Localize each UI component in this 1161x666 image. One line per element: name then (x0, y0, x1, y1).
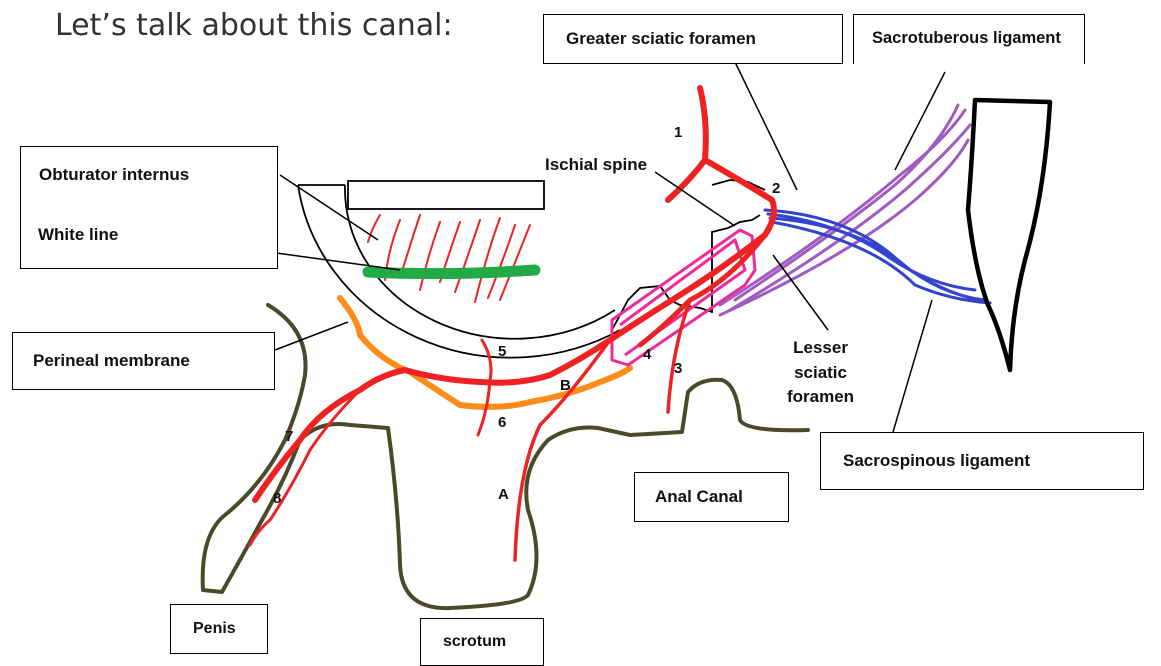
sacrotuberous-ligament-box: Sacrotuberous ligament (853, 14, 1085, 64)
scrotum-box: scrotum (420, 618, 544, 666)
greater-sciatic-foramen-label: Greater sciatic foramen (566, 29, 756, 49)
marker-3: 3 (674, 360, 682, 377)
penis-label: Penis (193, 620, 236, 638)
perineal-membrane-box: Perineal membrane (12, 332, 275, 390)
marker-1: 1 (674, 124, 682, 141)
obturator-internus-box: Obturator internus (20, 146, 278, 269)
sacrum-coccyx (968, 100, 1050, 370)
lesser-sciatic-foramen-line-2: sciatic (787, 361, 854, 386)
anal-canal-box: Anal Canal (634, 472, 789, 522)
lesser-sciatic-foramen-line-1: Lesser (787, 336, 854, 361)
marker-7: 7 (285, 428, 293, 445)
sacrospinous-ligament-box: Sacrospinous ligament (820, 432, 1144, 490)
lesser-sciatic-foramen-line-3: foramen (787, 385, 854, 410)
marker-B: B (560, 377, 571, 394)
lesser-sciatic-foramen-label: Lesser sciatic foramen (787, 336, 854, 410)
scrotum-label: scrotum (443, 633, 506, 651)
marker-2: 2 (772, 180, 780, 197)
obturator-internus-muscle (368, 215, 530, 302)
white-line-stroke (368, 270, 535, 274)
ischial-spine-label: Ischial spine (545, 154, 647, 175)
greater-sciatic-foramen-box: Greater sciatic foramen (543, 14, 843, 64)
marker-6: 6 (498, 414, 506, 431)
sacrospinous-ligament-label: Sacrospinous ligament (843, 451, 1030, 471)
marker-4: 4 (643, 346, 651, 363)
sacrotuberous-ligament-label: Sacrotuberous ligament (872, 29, 1061, 48)
obturator-internus-label: Obturator internus (39, 165, 189, 185)
marker-5: 5 (498, 343, 506, 360)
perineal-membrane-label: Perineal membrane (33, 351, 190, 371)
marker-8: 8 (273, 490, 281, 507)
marker-A: A (498, 486, 509, 503)
white-line-label: White line (38, 224, 118, 245)
anal-canal-label: Anal Canal (655, 487, 743, 507)
penis-box: Penis (170, 604, 268, 654)
